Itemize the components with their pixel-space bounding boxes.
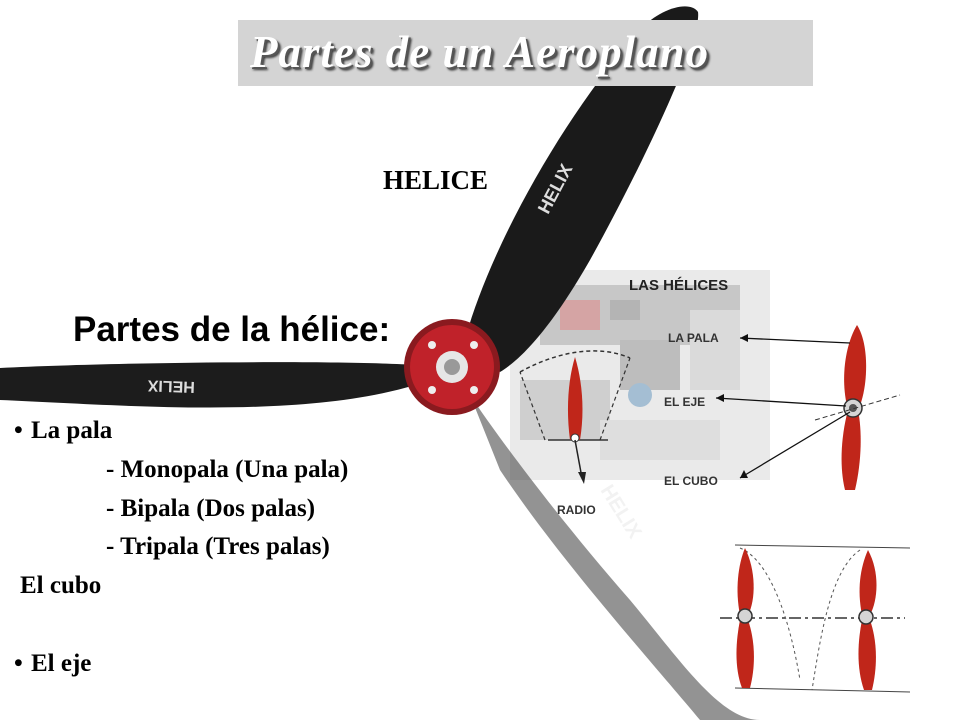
- diagram-label-radio: RADIO: [557, 503, 596, 517]
- brand-lower: HELIX: [596, 481, 646, 543]
- list-item-monopala: - Monopala (Una pala): [106, 456, 349, 483]
- list-item-el-cubo: El cubo: [20, 572, 102, 599]
- list-item-tripala: - Tripala (Tres palas): [106, 533, 330, 560]
- left-blade: [0, 362, 420, 408]
- helix-diagram: [720, 544, 911, 693]
- propeller-hub: [404, 319, 500, 415]
- radius-diagram: [519, 350, 631, 484]
- page-title: Partes de un Aeroplano: [250, 27, 710, 77]
- diagram-label-el-eje: EL EJE: [664, 395, 706, 409]
- upper-blade: [466, 6, 699, 372]
- bullet-icon: •: [14, 417, 23, 444]
- parts-diagram: [715, 325, 901, 490]
- list-item-el-eje: El eje: [31, 650, 92, 677]
- helice-label: HELICE: [383, 165, 489, 195]
- brand-left: HELIX: [147, 376, 195, 395]
- parts-heading: Partes de la hélice:: [73, 310, 391, 349]
- list-item-bipala: - Bipala (Dos palas): [106, 495, 316, 522]
- list-item-la-pala: La pala: [31, 417, 113, 444]
- diagram-label-la-pala: LA PALA: [668, 331, 719, 345]
- bullet-icon: •: [14, 650, 23, 677]
- title-banner: [238, 20, 813, 86]
- diagram-label-el-cubo: EL CUBO: [664, 474, 718, 488]
- diagram-title: LAS HÉLICES: [629, 277, 729, 294]
- engine-photo: [510, 270, 770, 480]
